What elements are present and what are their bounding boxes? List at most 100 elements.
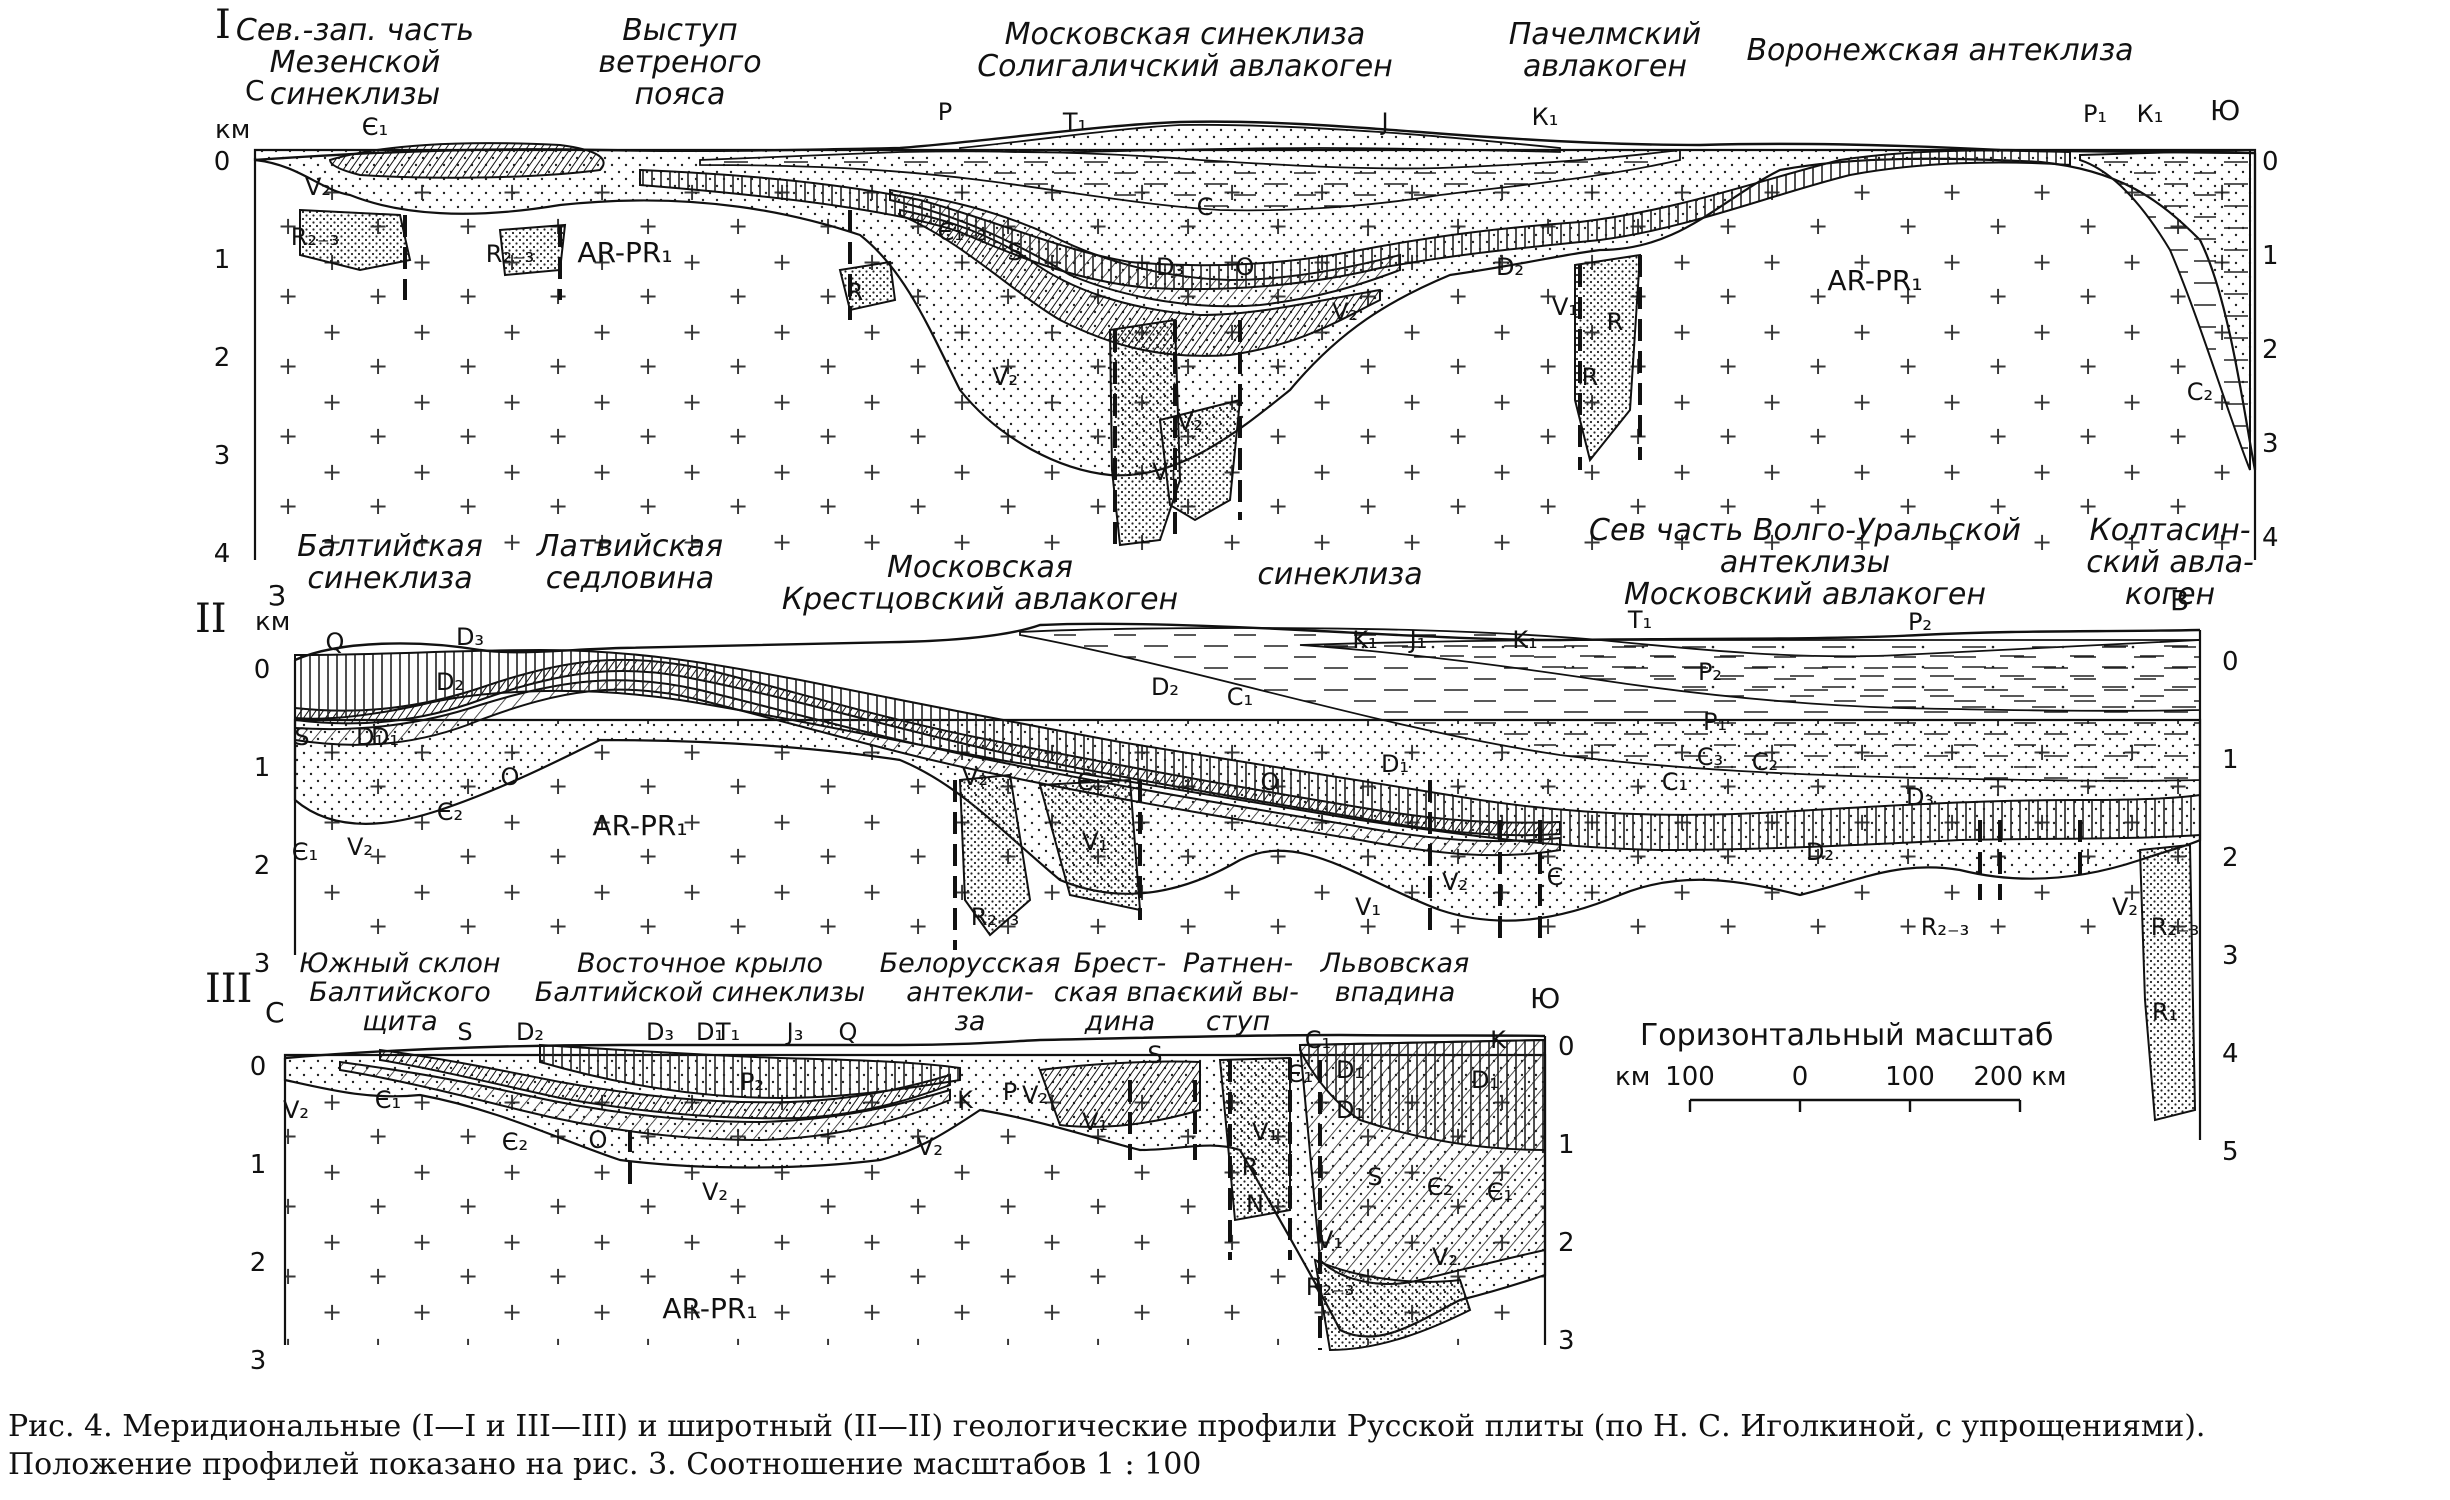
- depth-tick-label: 3: [250, 1346, 267, 1376]
- stratigraphic-unit-label: V₁: [1152, 458, 1178, 486]
- brest-fill: [1038, 1060, 1201, 1128]
- caption-line-2: Положение профилей показано на рис. 3. С…: [8, 1447, 1202, 1482]
- stratigraphic-unit-label: O: [589, 1126, 608, 1154]
- depth-tick-label: 1: [2262, 241, 2279, 271]
- depth-tick-label: 4: [2222, 1039, 2239, 1069]
- stratigraphic-unit-label: C: [1197, 193, 1214, 221]
- stratigraphic-unit-label: V₂: [305, 173, 331, 201]
- stratigraphic-unit-label: Є₁: [375, 1086, 401, 1114]
- stratigraphic-unit-label: D₁: [1471, 1066, 1499, 1094]
- layer-cambrian-III: [339, 1060, 951, 1142]
- end-right-I: Ю: [2210, 94, 2240, 127]
- depth-tick-label: 5: [2222, 1137, 2239, 1167]
- profile-numeral-I: I: [215, 2, 231, 48]
- stratigraphic-unit-label: S: [1147, 1041, 1162, 1069]
- stratigraphic-unit-label: Є₂: [1427, 1173, 1453, 1201]
- stratigraphic-unit-label: D₂: [1496, 253, 1524, 281]
- stratigraphic-unit-label: O: [501, 763, 520, 791]
- region-label: ский вы-: [1177, 977, 1299, 1008]
- stratigraphic-unit-label: V₂: [1442, 868, 1468, 896]
- stratigraphic-unit-label: D₂: [516, 1018, 544, 1046]
- region-label: Ратнен-: [1183, 948, 1293, 979]
- region-label: щита: [362, 1006, 437, 1037]
- scale-title: Горизонтальный масштаб: [1640, 1018, 2053, 1053]
- graben-R-small: [838, 260, 897, 312]
- stratigraphic-unit-label: Є₁: [292, 838, 318, 866]
- stratigraphic-unit-label: C₂: [1752, 748, 1778, 776]
- stratigraphic-unit-label: Q: [326, 628, 345, 656]
- scale-tick-label: 100: [1665, 1062, 1715, 1092]
- depth-tick-label: 0: [1558, 1032, 1575, 1062]
- stratigraphic-unit-label: Q: [839, 1018, 858, 1046]
- stratigraphic-unit-label: Є₁: [1487, 1178, 1513, 1206]
- basement-label: AR-PR₁: [577, 236, 672, 269]
- region-label: синеклизы: [270, 77, 441, 112]
- stratigraphic-unit-label: D₁: [1336, 1056, 1364, 1084]
- region-label: ский авла-: [2086, 545, 2254, 580]
- unit-I: км: [215, 115, 250, 145]
- depth-tick-label: 2: [2222, 843, 2239, 873]
- stratigraphic-unit-label: C₁: [1227, 683, 1253, 711]
- depth-tick-label: 2: [1558, 1228, 1575, 1258]
- stratigraphic-unit-label: К₁: [1532, 103, 1559, 131]
- stratigraphic-unit-label: R₂₋₃: [2151, 913, 2200, 941]
- stratigraphic-unit-label: T₁: [1062, 108, 1087, 136]
- stratigraphic-unit-label: P: [1003, 1078, 1017, 1106]
- stratigraphic-unit-label: J: [1379, 108, 1388, 136]
- stratigraphic-unit-label: V₂: [1177, 408, 1203, 436]
- stratigraphic-unit-label: V₁: [1082, 828, 1108, 856]
- stratigraphic-unit-label: O: [1236, 253, 1255, 281]
- stratigraphic-unit-label: J₁: [1408, 626, 1427, 654]
- stratigraphic-unit-label: N: [1246, 1190, 1264, 1218]
- region-label: Сев.-зап. часть: [236, 13, 474, 48]
- stratigraphic-unit-label: V₂: [992, 363, 1018, 391]
- region-label: Балтийского: [309, 977, 491, 1008]
- region-label: Латвийская: [536, 529, 723, 564]
- stratigraphic-unit-label: D₁: [696, 1018, 724, 1046]
- depth-tick-label: 2: [250, 1248, 267, 1278]
- stratigraphic-unit-label: R: [1607, 308, 1624, 336]
- graben-R-pachelma: [1574, 253, 1642, 463]
- region-label: авлакоген: [1523, 49, 1687, 84]
- end-right-II: В: [2170, 584, 2189, 617]
- region-label: Московский авлакоген: [1624, 577, 1986, 612]
- stratigraphic-unit-label: D₃: [1906, 783, 1934, 811]
- region-label: Белорусская: [880, 948, 1061, 979]
- region-label: ветреного: [598, 45, 761, 80]
- depth-tick-label: 3: [254, 949, 271, 979]
- figure-caption: Рис. 4. Меридиональные (I—I и III—III) и…: [8, 1408, 2448, 1484]
- stratigraphic-unit-label: D₂: [1806, 838, 1834, 866]
- region-label: синеклиза: [1257, 557, 1422, 592]
- region-label: Львовская: [1320, 948, 1470, 979]
- region-label: коген: [2125, 577, 2215, 612]
- stratigraphic-unit-label: Є₁: [1287, 1060, 1313, 1088]
- faults-II: [953, 780, 2082, 950]
- region-labels-I: Сев.-зап. частьМезенскойсинеклизыВыступв…: [236, 13, 2134, 112]
- layer-top-I: [959, 123, 1561, 154]
- depth-tick-label: 0: [254, 655, 271, 685]
- stratigraphic-unit-label: R₁: [2152, 998, 2178, 1026]
- layer-devonian-III: [539, 1043, 961, 1100]
- region-label: пояса: [635, 77, 726, 112]
- scale-tick-label: 0: [1792, 1062, 1809, 1092]
- stratigraphic-unit-label: V₂: [702, 1178, 728, 1206]
- region-label: Балтийская: [297, 529, 483, 564]
- stratigraphic-unit-label: T₁: [715, 1018, 740, 1046]
- graben-V1-I: [1158, 398, 1242, 522]
- stratigraphic-unit-label: D₂: [436, 668, 464, 696]
- layer-devonian-I: [639, 149, 2071, 291]
- stratigraphic-unit-label: V₁: [1082, 1108, 1108, 1136]
- depth-tick-label: 2: [254, 851, 271, 881]
- depth-tick-label: 0: [2222, 647, 2239, 677]
- stratigraphic-unit-label: D₃: [646, 1018, 674, 1046]
- stratigraphic-unit-label: V₂: [347, 833, 373, 861]
- stratigraphic-unit-label: R₂₋₃: [971, 903, 1020, 931]
